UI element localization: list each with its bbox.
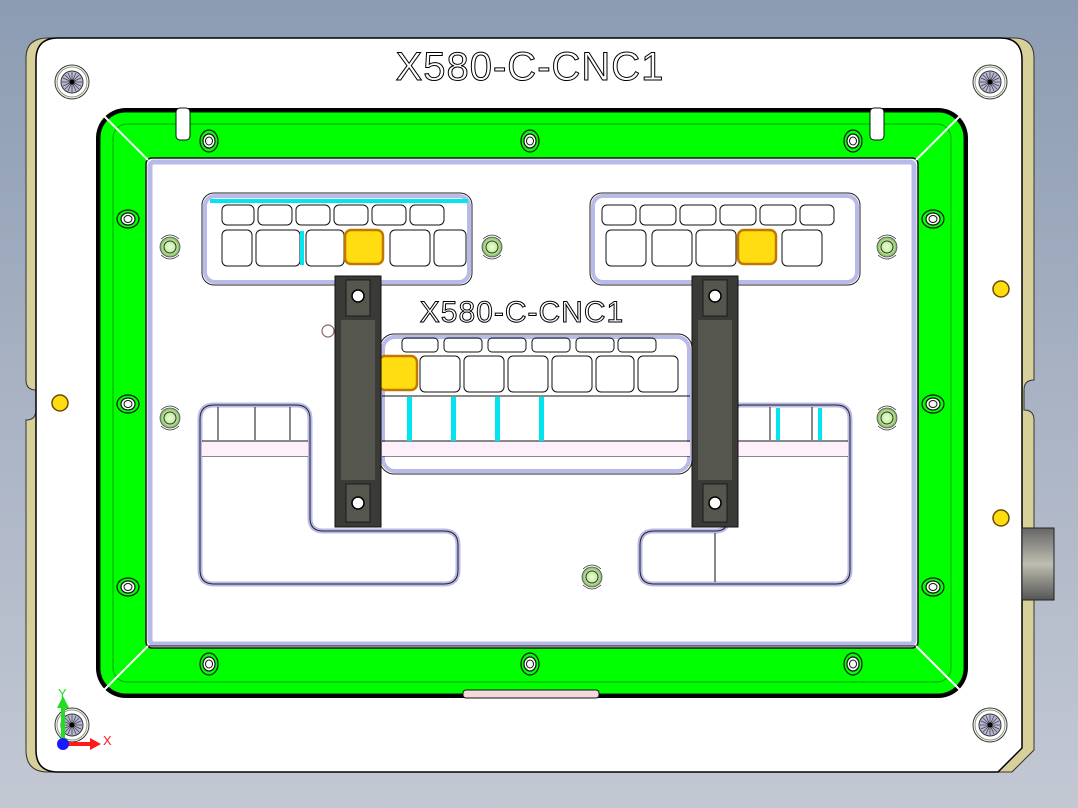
corner-screw-icon bbox=[972, 707, 1008, 743]
locator-block-icon bbox=[343, 228, 385, 266]
corner-screw-icon bbox=[54, 64, 90, 100]
part-label-center: X580-C-CNC1 bbox=[420, 296, 624, 329]
y-axis-label: Y bbox=[58, 686, 67, 701]
pocket-lower-right bbox=[637, 402, 853, 587]
locator-block-icon bbox=[736, 228, 778, 266]
hole-icon bbox=[321, 324, 335, 338]
locator-block-icon bbox=[377, 354, 419, 392]
corner-screw-icon bbox=[972, 64, 1008, 100]
corner-screw-icon bbox=[54, 707, 90, 743]
locator-dot-icon bbox=[51, 394, 69, 412]
pocket-center bbox=[379, 333, 693, 475]
pocket-upper-left bbox=[201, 192, 473, 286]
side-knob bbox=[1021, 527, 1055, 601]
x-axis-label: X bbox=[103, 733, 112, 748]
clamp-left[interactable] bbox=[334, 275, 382, 528]
pocket-lower-left bbox=[197, 402, 461, 587]
locator-dot-icon bbox=[992, 280, 1010, 298]
locator-dot-icon bbox=[992, 509, 1010, 527]
clamp-right[interactable] bbox=[691, 275, 739, 528]
pocket-upper-right bbox=[589, 192, 861, 286]
origin-icon bbox=[57, 738, 69, 750]
axis-triad: Y X bbox=[57, 686, 112, 750]
part-label-top: X580-C-CNC1 bbox=[396, 45, 665, 89]
